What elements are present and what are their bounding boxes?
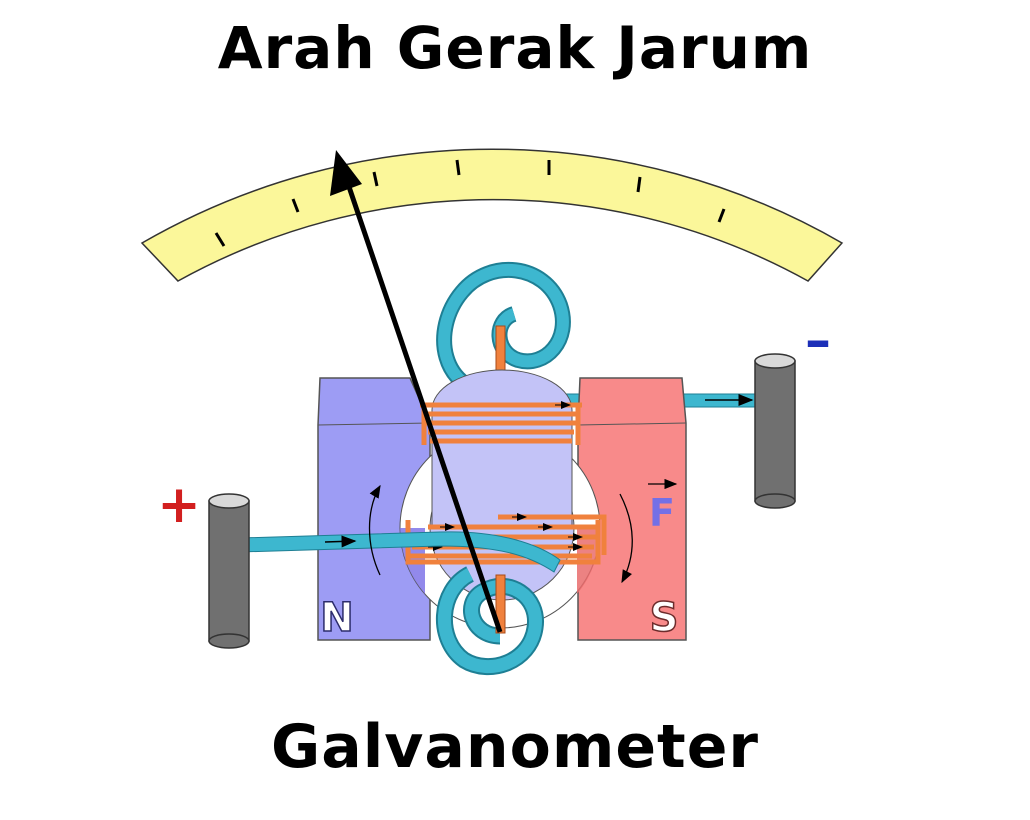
diagram-title: Arah Gerak Jarum bbox=[217, 14, 813, 82]
diagram-caption: Galvanometer bbox=[270, 712, 759, 782]
needle bbox=[341, 171, 503, 633]
north-pole-label: N bbox=[320, 595, 353, 641]
rotation-arrows bbox=[368, 484, 633, 584]
force-label: F bbox=[649, 491, 675, 535]
positive-sign: + bbox=[157, 475, 201, 535]
positive-terminal bbox=[208, 493, 250, 649]
meter-scale bbox=[140, 148, 844, 282]
needle-arrowhead bbox=[330, 150, 362, 196]
negative-sign: – bbox=[805, 311, 831, 371]
scale-ticks bbox=[214, 159, 726, 247]
north-magnet bbox=[317, 377, 431, 641]
negative-terminal bbox=[754, 353, 796, 509]
bottom-spring bbox=[435, 566, 544, 676]
coil-current-arrows bbox=[428, 401, 583, 551]
south-pole-label: S bbox=[650, 595, 679, 641]
